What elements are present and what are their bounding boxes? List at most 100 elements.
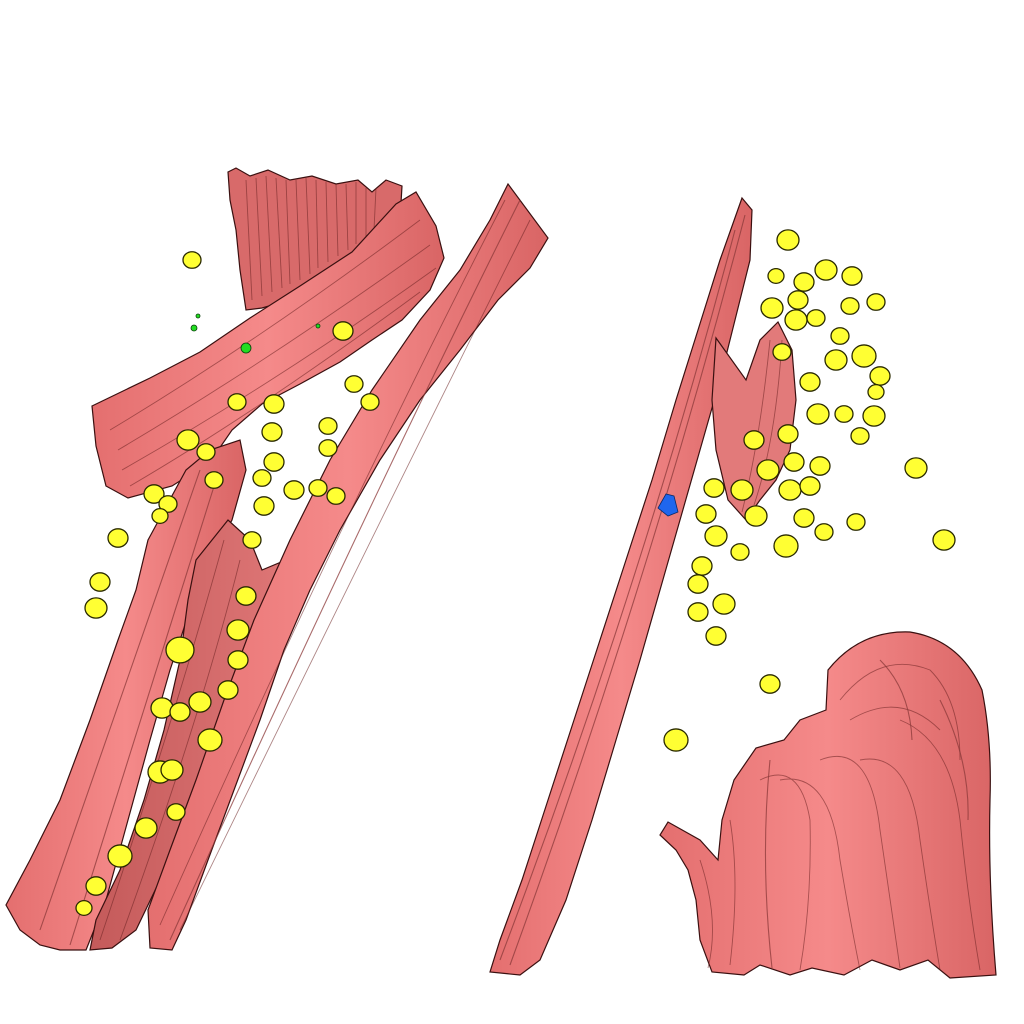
yellow-particle xyxy=(691,556,713,576)
yellow-particle xyxy=(160,759,184,781)
marker-layer xyxy=(190,313,679,517)
yellow-particle xyxy=(235,586,257,606)
yellow-particle xyxy=(846,513,866,531)
yellow-particle xyxy=(107,844,133,868)
yellow-particle xyxy=(226,619,250,641)
yellow-particle xyxy=(867,383,885,401)
yellow-particle xyxy=(169,702,191,722)
fiber-bundle-top-tuft xyxy=(227,167,403,311)
yellow-particle xyxy=(204,471,224,489)
yellow-particle xyxy=(227,650,249,670)
yellow-particle xyxy=(332,321,354,341)
yellow-particle xyxy=(787,290,809,310)
yellow-particle xyxy=(89,572,111,592)
yellow-particle xyxy=(932,529,956,551)
blue-marker xyxy=(657,493,679,517)
fiber-bundle-curly-mass xyxy=(659,631,997,979)
yellow-particle xyxy=(308,479,328,497)
yellow-particle xyxy=(744,505,768,527)
green-marker xyxy=(195,313,201,319)
yellow-particle xyxy=(196,443,216,461)
yellow-particle xyxy=(150,697,174,719)
yellow-particle xyxy=(703,478,725,498)
yellow-particle xyxy=(814,259,838,281)
yellow-particle xyxy=(866,293,886,311)
yellow-particle xyxy=(830,327,850,345)
yellow-particle xyxy=(772,343,792,361)
yellow-particle xyxy=(705,626,727,646)
green-marker xyxy=(190,324,198,332)
yellow-particle xyxy=(176,429,200,451)
yellow-particle xyxy=(318,417,338,435)
yellow-particle xyxy=(824,349,848,371)
yellow-particle xyxy=(730,543,750,561)
yellow-particle xyxy=(756,459,780,481)
yellow-particle xyxy=(242,531,262,549)
green-marker xyxy=(240,342,252,354)
yellow-particle xyxy=(814,523,834,541)
yellow-particle xyxy=(793,508,815,528)
yellow-particle xyxy=(165,636,195,664)
yellow-particle xyxy=(778,479,802,501)
yellow-particle xyxy=(263,452,285,472)
yellow-particle xyxy=(261,422,283,442)
yellow-particle xyxy=(182,251,202,269)
yellow-particle xyxy=(687,602,709,622)
yellow-particle xyxy=(841,266,863,286)
yellow-particle xyxy=(730,479,754,501)
yellow-particle xyxy=(760,297,784,319)
yellow-particle xyxy=(793,272,815,292)
yellow-particle xyxy=(197,728,223,752)
yellow-particle xyxy=(840,297,860,315)
yellow-particle xyxy=(759,674,781,694)
yellow-particle xyxy=(743,430,765,450)
yellow-particle xyxy=(850,427,870,445)
yellow-particle xyxy=(143,484,165,504)
yellow-particle xyxy=(784,309,808,331)
yellow-particle xyxy=(134,817,158,839)
yellow-particle xyxy=(806,309,826,327)
green-marker xyxy=(315,323,321,329)
yellow-particle xyxy=(809,456,831,476)
yellow-particle xyxy=(158,495,178,513)
yellow-particle xyxy=(712,593,736,615)
yellow-particle xyxy=(326,487,346,505)
yellow-particle xyxy=(869,366,891,386)
yellow-particle xyxy=(862,405,886,427)
yellow-particle xyxy=(151,507,169,525)
yellow-particle xyxy=(344,375,364,393)
particle-layer xyxy=(75,229,956,917)
yellow-particle xyxy=(777,424,799,444)
yellow-particle xyxy=(318,439,338,457)
yellow-particle xyxy=(773,534,799,558)
yellow-particle xyxy=(188,691,212,713)
yellow-particle xyxy=(663,728,689,752)
fiber-bundle-center-strand xyxy=(489,196,753,976)
yellow-particle xyxy=(253,496,275,516)
fiber-bundle-left-strand-3 xyxy=(147,182,549,951)
yellow-particle xyxy=(806,403,830,425)
yellow-particle xyxy=(904,457,928,479)
yellow-particle xyxy=(166,803,186,821)
yellow-particle xyxy=(252,469,272,487)
yellow-particle xyxy=(107,528,129,548)
yellow-particle xyxy=(704,525,728,547)
yellow-particle xyxy=(283,480,305,500)
yellow-particle xyxy=(799,372,821,392)
yellow-particle xyxy=(227,393,247,411)
yellow-particle xyxy=(263,394,285,414)
yellow-particle xyxy=(799,476,821,496)
yellow-particle xyxy=(776,229,800,251)
yellow-particle xyxy=(85,876,107,896)
yellow-particle xyxy=(695,504,717,524)
yellow-particle xyxy=(851,344,877,368)
yellow-particle xyxy=(360,393,380,411)
yellow-particle xyxy=(75,899,93,917)
yellow-particle xyxy=(687,574,709,594)
yellow-particle xyxy=(217,680,239,700)
yellow-particle xyxy=(834,405,854,423)
yellow-particle xyxy=(767,267,785,285)
yellow-particle xyxy=(783,452,805,472)
yellow-particle xyxy=(84,597,108,619)
